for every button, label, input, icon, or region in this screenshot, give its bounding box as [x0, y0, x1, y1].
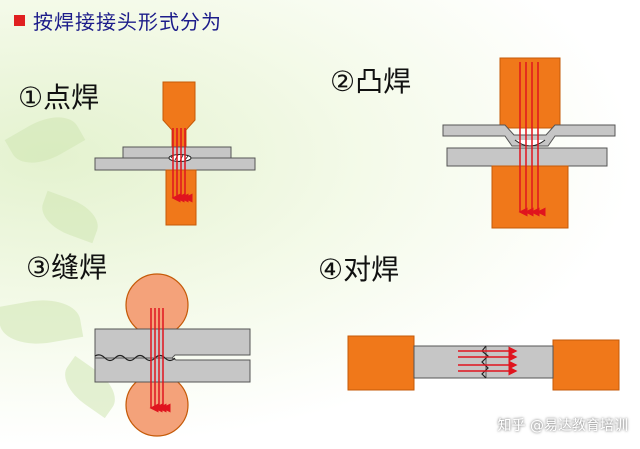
butt-weld-diagram [347, 335, 620, 391]
label-butt-weld: ④对焊 [318, 253, 400, 286]
seam-chain [94, 354, 176, 362]
upper-electrode [162, 81, 196, 151]
lower-plate [94, 357, 251, 383]
lower-electrode [491, 165, 569, 229]
left-clamp [347, 335, 415, 391]
upper-plate-with-projection [442, 124, 616, 147]
label-spot-weld: ①点焊 [18, 81, 100, 114]
lower-plate [446, 147, 608, 167]
upper-electrode [499, 57, 561, 129]
label-seam-weld: ③缝焊 [26, 251, 108, 284]
spot-weld-diagram [94, 81, 256, 226]
slide-title: 按焊接接头形式分为 [14, 6, 222, 34]
title-text: 按焊接接头形式分为 [33, 9, 222, 34]
watermark: 知乎 @易达教育培训 [497, 418, 628, 434]
projection-weld-diagram [442, 57, 616, 229]
title-bullet [14, 14, 25, 26]
current-arrows [171, 128, 193, 203]
seam-weld-diagram [94, 273, 251, 437]
current-arrows [149, 308, 171, 413]
lower-roller [125, 373, 189, 437]
upper-roller [125, 273, 189, 337]
current-arrows [458, 346, 518, 376]
upper-plate [94, 328, 251, 359]
right-clamp [552, 339, 620, 391]
label-projection-weld: ②凸焊 [330, 65, 412, 98]
current-arrows [518, 62, 546, 217]
